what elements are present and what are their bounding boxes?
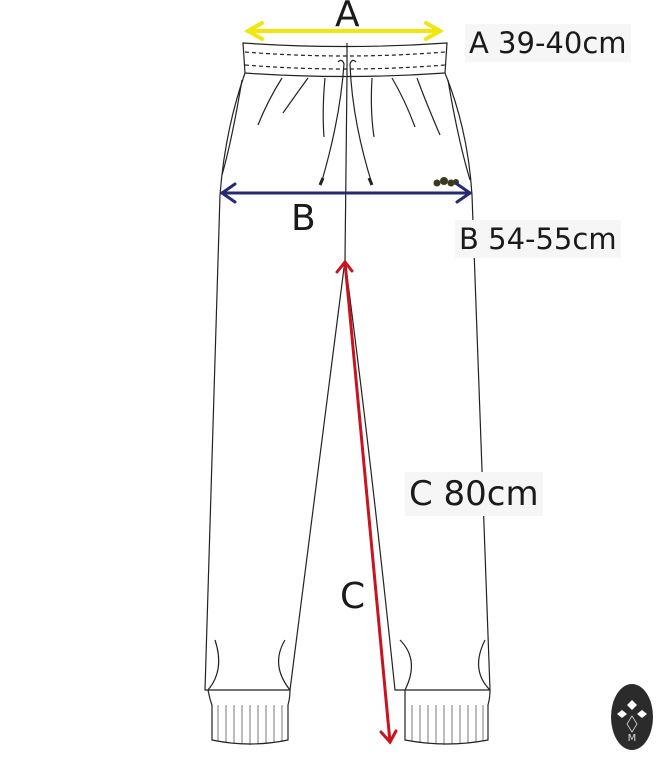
measure-b-arrow	[219, 182, 473, 204]
left-leg-outline	[204, 72, 346, 691]
letter-c: C	[340, 576, 366, 617]
right-cuff	[404, 689, 491, 745]
measure-c-arrow	[335, 259, 398, 745]
drawstring	[320, 59, 345, 185]
measurement-c-label: C 80cm	[405, 472, 543, 516]
measurement-a-label: A 39-40cm	[465, 24, 631, 62]
waistband	[242, 42, 448, 78]
embroidery-icon	[433, 177, 459, 187]
right-leg-outline	[344, 72, 491, 691]
letter-a: A	[335, 0, 360, 35]
measurement-b-label: B 54-55cm	[455, 220, 621, 258]
brand-logo-text: M	[628, 733, 637, 744]
letter-b: B	[291, 198, 316, 239]
measure-a-arrow	[243, 21, 445, 41]
left-cuff	[207, 689, 291, 745]
brand-logo-icon: M	[611, 684, 653, 750]
